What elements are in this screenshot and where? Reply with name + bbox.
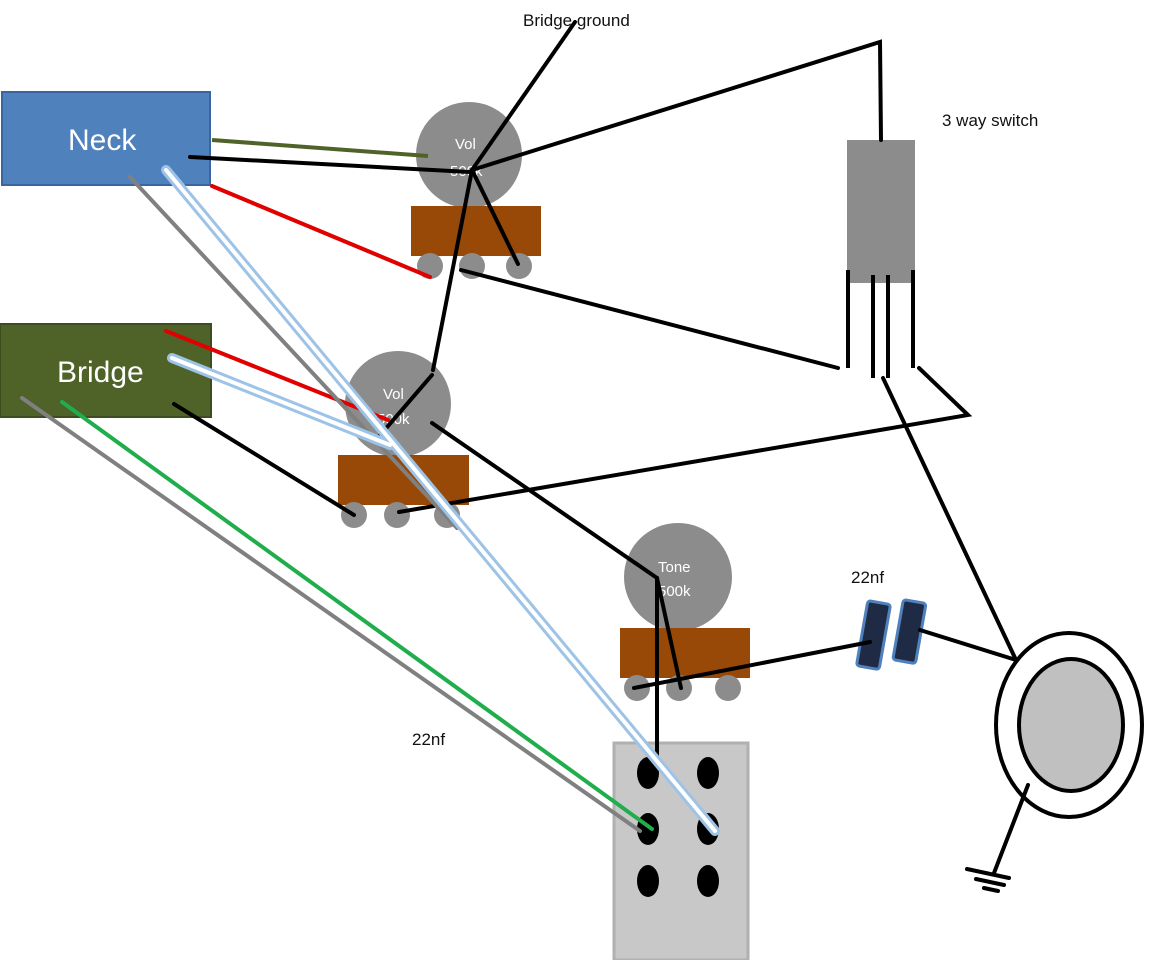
neck-pickup-label: Neck [68, 124, 137, 157]
tone-pot: Tone 500k [620, 523, 750, 701]
wire-olive [211, 138, 429, 158]
bridge-pickup-label: Bridge [57, 356, 144, 389]
neck-pickup: Neck [1, 91, 211, 186]
push-pull-switch [612, 741, 750, 960]
tone-pot-value: 500k [658, 583, 691, 600]
wire-green [60, 400, 654, 831]
capacitor-label: 22nf [851, 568, 884, 587]
three-way-switch-label: 3 way switch [942, 111, 1038, 130]
neck-volume-pot-name: Vol [455, 136, 476, 153]
black-wires [172, 20, 1030, 893]
three-way-switch [846, 140, 915, 378]
output-jack [994, 631, 1144, 819]
bridge-pickup: Bridge [0, 323, 212, 418]
switch-lug [697, 865, 719, 897]
switch-lug [637, 865, 659, 897]
white-wires [161, 165, 720, 836]
switch-lug [697, 757, 719, 789]
neck-volume-pot: Vol 500k [411, 102, 541, 279]
bridge-volume-pot-name: Vol [383, 386, 404, 403]
gray-wires [20, 175, 642, 833]
bridge-ground-label: Bridge ground [523, 11, 630, 30]
capacitor [855, 598, 928, 671]
push-pull-capacitor-label: 22nf [412, 730, 445, 749]
lug [384, 502, 410, 528]
red-wires [164, 184, 432, 422]
lug [506, 253, 532, 279]
lug [715, 675, 741, 701]
switch-lug [637, 757, 659, 789]
tone-pot-name: Tone [658, 559, 691, 576]
